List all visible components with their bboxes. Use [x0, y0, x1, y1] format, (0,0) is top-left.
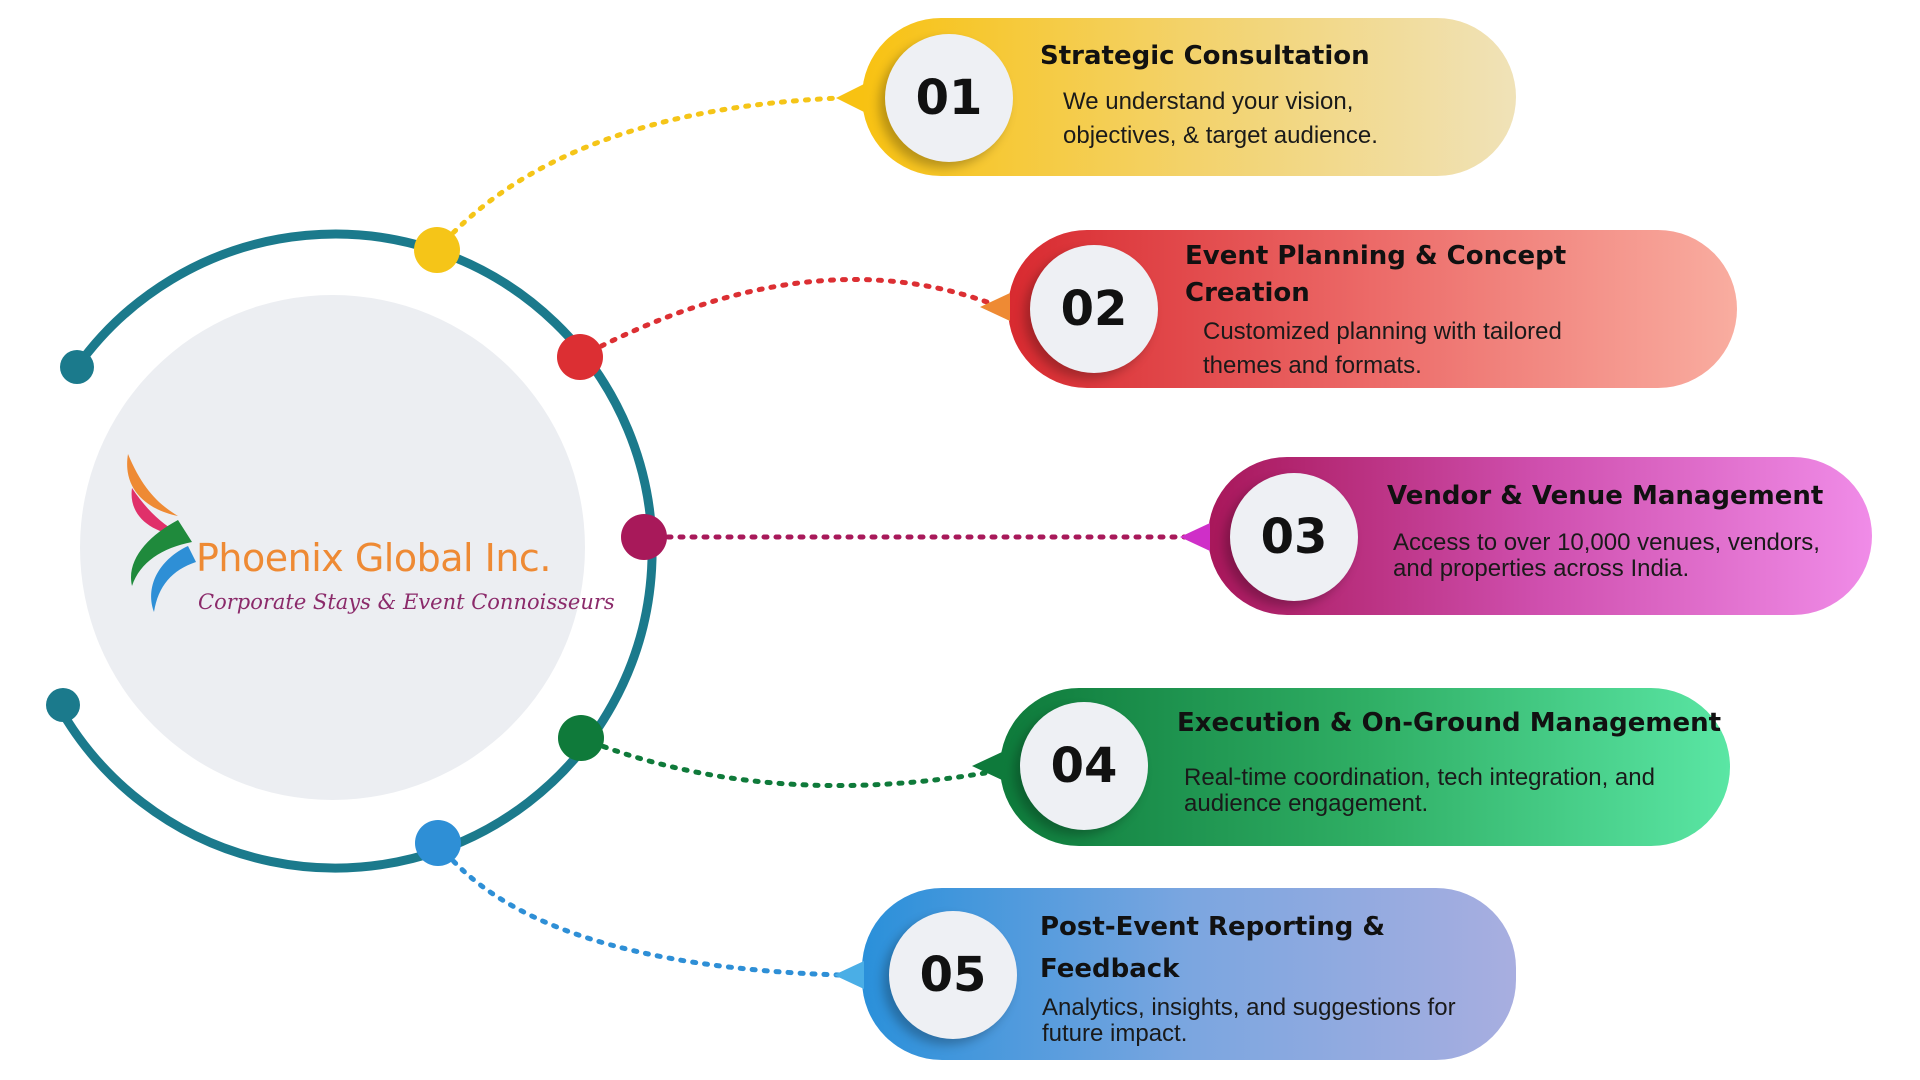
- step-pointer-01: [836, 84, 864, 112]
- step-title-01: Strategic Consultation: [1040, 41, 1370, 71]
- step-number-03: 03: [1230, 473, 1358, 601]
- ring-arc: [53, 229, 657, 873]
- company-tagline: Corporate Stays & Event Connoisseurs: [198, 590, 615, 614]
- node-dot-05: [415, 820, 461, 866]
- step-pointer-05: [834, 961, 864, 989]
- step-desc-03: Access to over 10,000 venues, vendors, a…: [1393, 529, 1820, 582]
- step-number-05: 05: [889, 911, 1017, 1039]
- step-pointer-04: [972, 752, 1002, 780]
- step-title-02: Event Planning & Concept Creation: [1185, 241, 1567, 308]
- node-dot-02: [557, 334, 603, 380]
- step-title-04: Execution & On-Ground Management: [1177, 708, 1722, 738]
- company-name: Phoenix Global Inc.: [196, 536, 551, 580]
- step-title-05: Post-Event Reporting & Feedback: [1040, 912, 1386, 984]
- connector-04: [578, 735, 988, 789]
- node-dot-01: [414, 227, 460, 273]
- step-desc-04: Real-time coordination, tech integration…: [1184, 764, 1655, 817]
- ring-end-bottom: [46, 688, 80, 722]
- node-dot-03: [621, 514, 667, 560]
- phoenix-logo-icon: [127, 454, 196, 612]
- step-number-02: 02: [1030, 245, 1158, 373]
- connector-02: [577, 276, 998, 360]
- step-pointer-03: [1180, 523, 1210, 551]
- ring-end-top: [60, 350, 94, 384]
- node-dot-04: [558, 715, 604, 761]
- step-desc-05: Analytics, insights, and suggestions for…: [1042, 994, 1456, 1047]
- step-desc-01: We understand your vision, objectives, &…: [1063, 88, 1378, 149]
- step-number-04: 04: [1020, 702, 1148, 830]
- step-desc-02: Customized planning with tailored themes…: [1203, 318, 1562, 379]
- connector-05: [435, 840, 843, 978]
- step-title-03: Vendor & Venue Management: [1387, 481, 1824, 511]
- connector-01: [434, 95, 843, 253]
- step-pointer-02: [980, 293, 1010, 321]
- step-number-01: 01: [885, 34, 1013, 162]
